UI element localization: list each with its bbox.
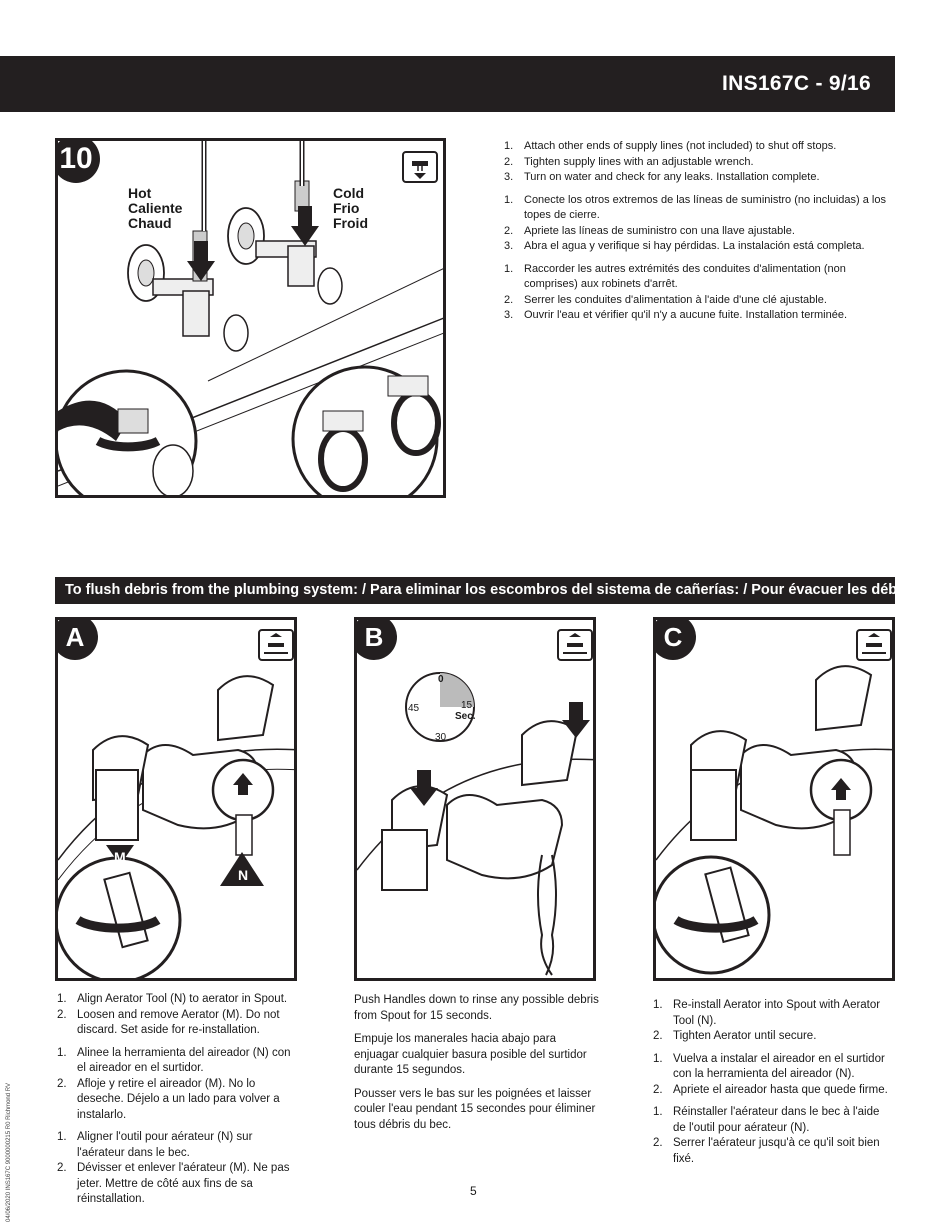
instructions-french: 1.Réinstaller l'aérateur dans le bec à l… [653, 1105, 895, 1167]
cold-shutoff-valve [227, 141, 343, 305]
page-number: 5 [470, 1184, 477, 1198]
flush-water-drawing [357, 672, 593, 976]
list-item: 3.Ouvrir l'eau et vérifier qu'il n'y a a… [504, 309, 848, 321]
flush-section-title: To flush debris from the plumbing system… [55, 577, 895, 604]
list-item: 2.Afloje y retire el aireador (M). No lo… [57, 1077, 280, 1121]
supply-lines-drawing [58, 141, 443, 495]
header-bar: INS167C - 9/16 [0, 56, 895, 112]
step-b-instructions: Push Handles down to rinse any possible … [354, 993, 599, 1141]
list-item: 2.Apriete el aireador hasta que quede fi… [653, 1083, 888, 1096]
list-item: 1.Réinstaller l'aérateur dans le bec à l… [653, 1106, 880, 1134]
list-item: 2.Dévisser et enlever l'aérateur (M). Ne… [57, 1162, 290, 1205]
aerator-tool-label-n: N [238, 867, 249, 883]
down-arrow-icon [187, 241, 215, 281]
instructions-english: 1.Align Aerator Tool (N) to aerator in S… [57, 992, 302, 1039]
list-item: 2.Loosen and remove Aerator (M). Do not … [57, 1008, 280, 1037]
instruction-spanish: Empuje los manerales hacia abajo para en… [354, 1033, 587, 1076]
document-revision-note: 04/06/2020 INS167C 9000000215 R0 Richmon… [6, 1083, 12, 1222]
instructions-french: 1.Aligner l'outil pour aérateur (N) sur … [57, 1130, 302, 1208]
step-c-illustration: C [653, 617, 895, 981]
timer-unit-label: Sec. [455, 711, 476, 722]
aerator-label-m: M [114, 849, 126, 865]
list-item: 1.Aligner l'outil pour aérateur (N) sur … [57, 1131, 253, 1159]
step-c-instructions: 1.Re-install Aerator into Spout with Aer… [653, 998, 895, 1174]
list-item: 2.Serrer l'aérateur jusqu'à ce qu'il soi… [653, 1137, 880, 1165]
list-item: 1.Conecte los otros extremos de las líne… [504, 193, 886, 222]
list-item: 1.Vuelva a instalar el aireador en el su… [653, 1052, 885, 1081]
list-item: 2.Serrer les conduites d'alimentation à … [504, 293, 827, 306]
instructions-spanish: 1.Conecte los otros extremos de las líne… [504, 193, 899, 255]
instructions-french: 1.Raccorder les autres extrémités des co… [504, 262, 899, 324]
list-item: 1.Alinee la herramienta del aireador (N)… [57, 1046, 291, 1075]
instructions-spanish: 1.Vuelva a instalar el aireador en el su… [653, 1052, 895, 1099]
instructions-english: 1.Attach other ends of supply lines (not… [504, 139, 899, 186]
timer-zero-label: 0 [438, 674, 444, 685]
faucet-icon [557, 629, 593, 661]
list-item: 3.Turn on water and check for any leaks.… [504, 171, 820, 183]
list-item: 1.Raccorder les autres extrémités des co… [504, 262, 846, 291]
aerator-removal-drawing [58, 675, 294, 978]
timer-fifteen-label: 15 [461, 700, 473, 711]
instructions-english: 1.Re-install Aerator into Spout with Aer… [653, 998, 895, 1045]
timer-fortyfive-label: 45 [408, 703, 420, 714]
faucet-under-sink-icon [402, 151, 438, 183]
list-item: 2.Apriete las líneas de suministro con u… [504, 224, 795, 237]
aerator-reinstall-drawing [656, 665, 892, 975]
hot-shutoff-valve [127, 141, 249, 352]
step-a-instructions: 1.Align Aerator Tool (N) to aerator in S… [57, 992, 302, 1215]
instructions-spanish: 1.Alinee la herramienta del aireador (N)… [57, 1046, 302, 1124]
instruction-french: Pousser vers le bas sur les poignées et … [354, 1087, 596, 1131]
faucet-icon [258, 629, 294, 661]
list-item: 3.Abra el agua y verifique si hay pérdid… [504, 240, 865, 252]
list-item: 2.Tighten supply lines with an adjustabl… [504, 155, 754, 168]
down-arrow-icon [291, 206, 319, 246]
list-item: 1.Re-install Aerator into Spout with Aer… [653, 999, 881, 1027]
list-item: 2.Tighten Aerator until secure. [653, 1030, 817, 1042]
document-code: INS167C - 9/16 [722, 72, 871, 95]
list-item: 1.Align Aerator Tool (N) to aerator in S… [57, 993, 288, 1005]
faucet-icon [856, 629, 892, 661]
step-b-illustration: B 0 15 Sec. 30 45 [354, 617, 596, 981]
list-item: 1.Attach other ends of supply lines (not… [504, 140, 837, 152]
step-10-instructions: 1.Attach other ends of supply lines (not… [504, 139, 899, 331]
timer-thirty-label: 30 [435, 732, 447, 743]
instruction-english: Push Handles down to rinse any possible … [354, 994, 599, 1022]
step-a-illustration: A M N [55, 617, 297, 981]
